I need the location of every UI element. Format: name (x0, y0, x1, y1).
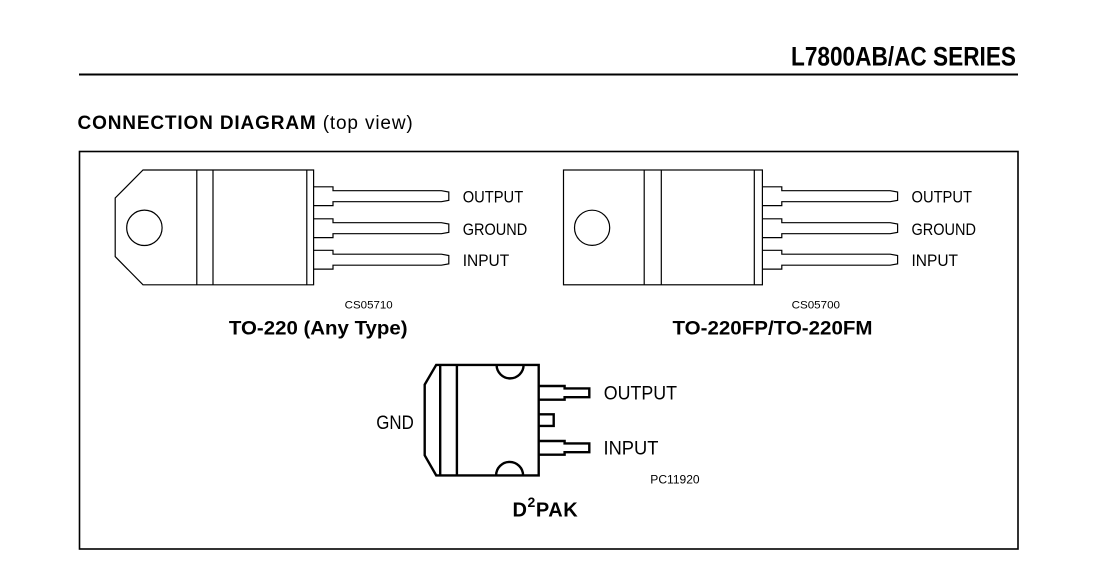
svg-text:TO-220FP/TO-220FM: TO-220FP/TO-220FM (673, 318, 873, 340)
svg-text:TO-220 (Any Type): TO-220 (Any Type) (229, 318, 408, 340)
svg-text:CS05700: CS05700 (792, 300, 840, 312)
svg-text:INPUT: INPUT (604, 438, 659, 459)
svg-text:CONNECTION DIAGRAM (top view): CONNECTION DIAGRAM (top view) (78, 113, 414, 134)
svg-text:CS05710: CS05710 (345, 300, 393, 312)
svg-text:OUTPUT: OUTPUT (912, 189, 973, 207)
svg-text:INPUT: INPUT (912, 252, 959, 270)
svg-text:PC11920: PC11920 (650, 472, 700, 486)
svg-text:INPUT: INPUT (463, 252, 510, 270)
svg-text:OUTPUT: OUTPUT (604, 384, 678, 405)
svg-text:D2PAK: D2PAK (513, 494, 579, 522)
svg-text:GROUND: GROUND (912, 221, 977, 239)
svg-text:OUTPUT: OUTPUT (463, 189, 524, 207)
svg-text:GROUND: GROUND (463, 221, 528, 239)
svg-text:L7800AB/AC SERIES: L7800AB/AC SERIES (791, 42, 1016, 72)
svg-text:GND: GND (376, 412, 414, 434)
